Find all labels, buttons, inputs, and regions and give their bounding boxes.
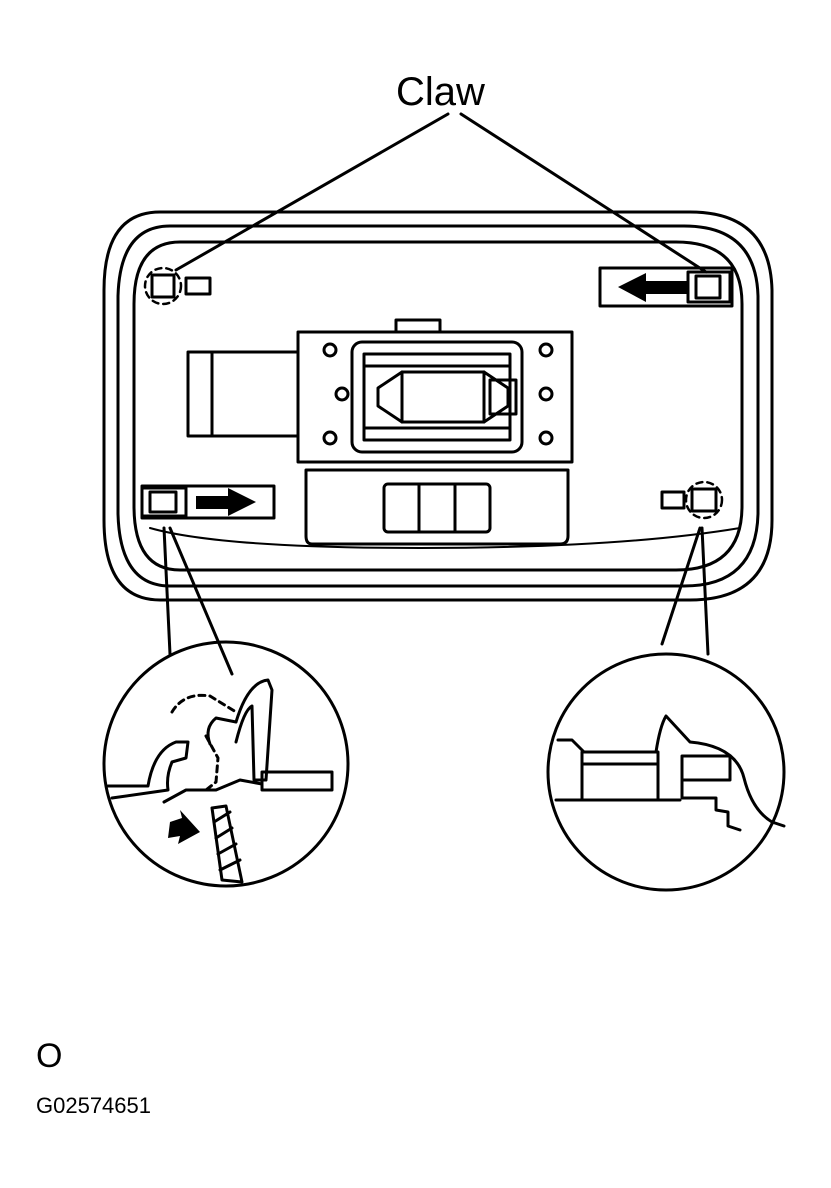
switch-panel	[304, 468, 570, 546]
removal-arrow-icon	[168, 810, 200, 844]
clip-top-right	[598, 266, 734, 308]
detail-callout-left	[102, 640, 350, 888]
light-housing	[102, 210, 774, 602]
claw-bottom-right	[660, 480, 724, 520]
figure-id: G02574651	[36, 1093, 151, 1118]
arrow-left-icon	[618, 273, 688, 302]
detail-callout-right	[546, 652, 786, 892]
callout-leaders	[162, 526, 710, 676]
claw-leader-lines	[174, 112, 708, 274]
claw-top-left	[143, 266, 212, 306]
bulb-module	[186, 318, 574, 464]
claw-label: Claw	[396, 70, 485, 114]
note-mark: O	[36, 1037, 63, 1075]
clip-bottom-left	[140, 484, 276, 520]
arrow-right-icon	[196, 488, 256, 516]
